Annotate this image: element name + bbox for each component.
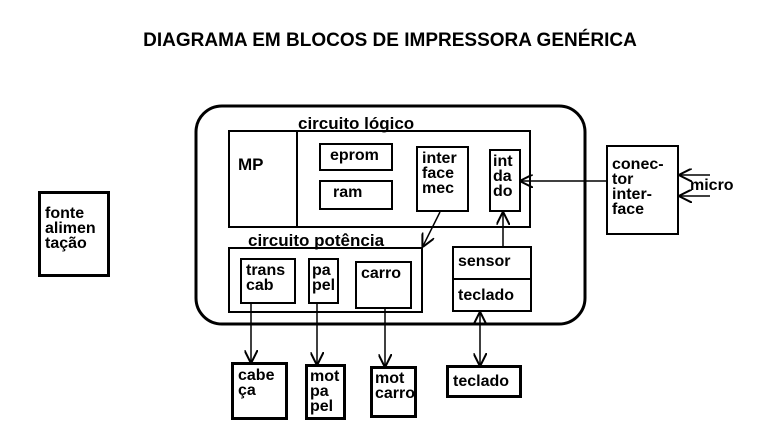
cabeca-block: cabe ça bbox=[231, 362, 288, 420]
power-circuit-box bbox=[228, 247, 423, 313]
circuito-potencia-label: circuito potência bbox=[248, 231, 385, 250]
int-dado-block: int da do bbox=[489, 149, 521, 212]
circuito-logico-label: circuito lógico bbox=[298, 114, 415, 133]
eprom-block: eprom bbox=[319, 143, 393, 171]
micro-label: micro bbox=[690, 177, 734, 194]
mp-label: MP bbox=[238, 155, 264, 174]
diagram-title: DIAGRAMA EM BLOCOS DE IMPRESSORA GENÉRIC… bbox=[143, 30, 637, 51]
mot-carro-block: mot carro bbox=[370, 366, 417, 418]
arrow-interface-to-power bbox=[423, 211, 441, 246]
papel-block: pa pel bbox=[308, 258, 339, 304]
sensor-block: sensor bbox=[452, 246, 532, 280]
carro-block: carro bbox=[355, 261, 412, 309]
printer-outer-box bbox=[194, 104, 587, 326]
fonte-alimentacao-block: fonte alimen tação bbox=[38, 191, 110, 277]
teclado-internal-block: teclado bbox=[452, 278, 532, 312]
conector-interface-block: conec- tor inter- face bbox=[606, 145, 679, 235]
ram-block: ram bbox=[319, 180, 393, 210]
interface-mec-block: inter face mec bbox=[416, 146, 469, 212]
trans-cab-block: trans cab bbox=[240, 258, 296, 304]
mot-papel-block: mot pa pel bbox=[305, 364, 346, 420]
teclado-external-block: teclado bbox=[446, 365, 522, 398]
